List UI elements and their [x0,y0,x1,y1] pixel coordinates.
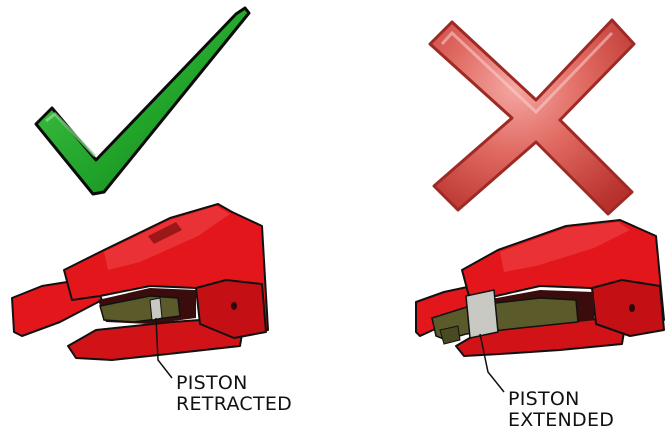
part-piston-retracted [11,203,269,379]
cross-icon [428,18,636,216]
callout-right-line1: PISTON [508,388,580,410]
callout-left-line1: PISTON [176,372,248,394]
callout-piston-retracted: PISTON RETRACTED [176,373,292,415]
callout-right-line2: EXTENDED [508,409,615,431]
callout-left-line2: RETRACTED [176,393,293,415]
part-piston-extended [415,219,665,393]
callout-piston-extended: PISTON EXTENDED [508,389,614,431]
check-mark-icon [34,6,251,196]
